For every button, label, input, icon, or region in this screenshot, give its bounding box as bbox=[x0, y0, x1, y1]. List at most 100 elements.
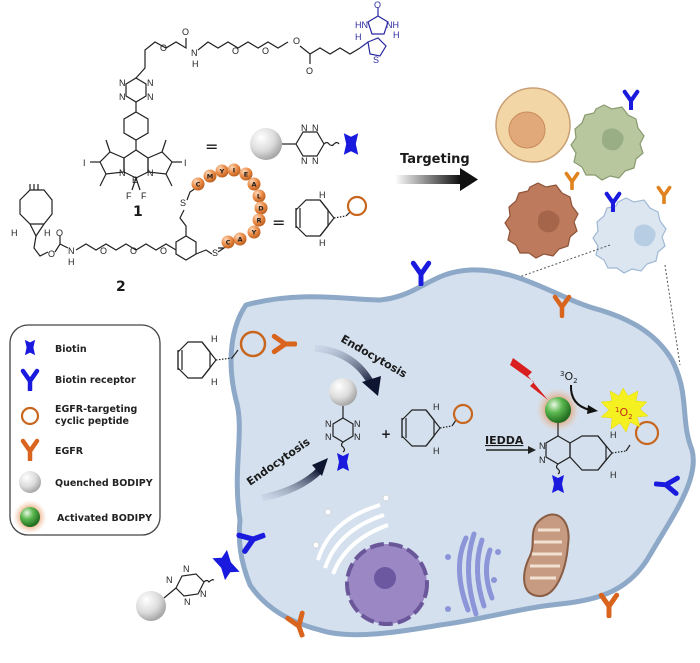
legend-box bbox=[9, 324, 161, 536]
peptide-residue bbox=[252, 189, 266, 203]
equals-sign: = bbox=[205, 137, 218, 156]
quenched-bodipy-sphere bbox=[250, 128, 282, 160]
quenched-bodipy-icon bbox=[19, 471, 41, 493]
egfr-icon bbox=[656, 185, 672, 204]
atom-hn: HN bbox=[355, 20, 368, 30]
compound-1-label: 1 bbox=[133, 204, 143, 220]
egfr-cell bbox=[504, 171, 580, 259]
cyclic-peptide-icon bbox=[346, 195, 368, 217]
atom-i: I bbox=[83, 158, 86, 168]
peptide-residue-letter: I bbox=[233, 166, 235, 174]
atom-h: H bbox=[44, 228, 51, 238]
atom-n: N bbox=[191, 48, 198, 58]
atom-o: O bbox=[130, 246, 137, 256]
biotin-icon bbox=[212, 549, 240, 581]
light-bolt-icon bbox=[510, 358, 548, 400]
atom-o: O bbox=[262, 46, 269, 56]
atom-h: H bbox=[610, 470, 617, 480]
quenched-bodipy-sphere bbox=[136, 591, 166, 621]
targeting-label: Targeting bbox=[400, 152, 470, 167]
intracellular-tetrazine-probe: N N N N bbox=[325, 378, 361, 471]
oxygen-conversion: 3O2 1O2 bbox=[560, 370, 649, 433]
peptide-residue bbox=[221, 235, 235, 249]
peptide-residue-letter: A bbox=[251, 180, 256, 188]
peptide-residue bbox=[254, 201, 268, 215]
atom-o: O bbox=[160, 43, 167, 53]
intracellular-bcn-peptide: H H bbox=[401, 402, 474, 456]
normal-cell bbox=[495, 87, 571, 163]
atom-h: H bbox=[192, 59, 199, 69]
atom-f: F bbox=[126, 191, 132, 201]
peptide-residue bbox=[227, 163, 241, 177]
peptide-residue-letter: R bbox=[256, 216, 261, 224]
atom-n: N bbox=[147, 78, 154, 88]
atom-n: N bbox=[119, 92, 126, 102]
equals-sign: = bbox=[272, 213, 285, 232]
atom-n: N bbox=[200, 589, 207, 599]
biotin-receptor-icon bbox=[625, 92, 638, 109]
singlet-oxygen-burst bbox=[600, 387, 649, 433]
cyclic-peptide-icon bbox=[634, 420, 660, 446]
compound-2-schematic: H H bbox=[295, 190, 368, 248]
atom-n: N bbox=[183, 564, 190, 574]
iedda-arrow: IEDDA bbox=[485, 434, 536, 454]
atom-s: S bbox=[212, 248, 218, 258]
atom-h: H bbox=[610, 430, 617, 440]
legend-label-quenched-bodipy: Quenched BODIPY bbox=[55, 478, 153, 489]
atom-s: S bbox=[373, 55, 379, 65]
atom-h: H bbox=[319, 190, 326, 200]
legend: Biotin Biotin receptor EGFR-targeting cy… bbox=[9, 324, 161, 536]
cyclic-peptide-icon bbox=[20, 406, 40, 426]
iedda-label: IEDDA bbox=[485, 434, 524, 447]
triplet-oxygen-label: 3O2 bbox=[560, 370, 578, 385]
peptide-residue bbox=[203, 169, 217, 183]
peptide-residue-letter: Y bbox=[219, 167, 225, 175]
atom-o: O bbox=[56, 228, 63, 238]
atom-h: H bbox=[11, 228, 18, 238]
biotin-structure: O HN NH H H S bbox=[355, 0, 400, 65]
atom-f: F bbox=[141, 191, 147, 201]
atom-o: O bbox=[374, 0, 381, 10]
peptide-residue bbox=[239, 167, 253, 181]
atom-o: O bbox=[182, 27, 189, 37]
nucleus-icon bbox=[345, 542, 429, 626]
compound-2-structure: H H O O N H O O O S S 2 bbox=[11, 184, 226, 295]
targeting-arrow: Targeting bbox=[395, 152, 478, 191]
atom-n: N bbox=[166, 575, 173, 585]
peptide-residue-letter: E bbox=[244, 170, 248, 178]
peptide-residue-letter: A bbox=[237, 235, 242, 243]
activated-bodipy-icon bbox=[20, 507, 40, 527]
tetrazine-biotin-receptor-complex: N N N N bbox=[136, 528, 266, 621]
atom-n: N bbox=[354, 419, 361, 429]
atom-n: N bbox=[301, 156, 308, 166]
legend-label-egfr: EGFR bbox=[55, 446, 84, 457]
egfr-icon bbox=[601, 595, 616, 616]
atom-h: H bbox=[319, 238, 326, 248]
atom-n: N bbox=[147, 168, 154, 178]
singlet-oxygen-label: 1O2 bbox=[615, 406, 633, 421]
atom-h: H bbox=[393, 30, 400, 40]
legend-label-peptide-line2: cyclic peptide bbox=[55, 416, 129, 427]
peptide-residue-letter: C bbox=[226, 238, 231, 246]
atom-n: N bbox=[325, 419, 332, 429]
egfr-icon bbox=[564, 171, 580, 190]
atom-n: N bbox=[184, 597, 191, 607]
cyclic-peptide-icon bbox=[452, 403, 474, 425]
atom-o: O bbox=[160, 246, 167, 256]
atom-h: H bbox=[68, 257, 75, 267]
atom-h: H bbox=[211, 377, 218, 387]
atom-n: N bbox=[119, 168, 126, 178]
atom-h: H bbox=[433, 402, 440, 412]
atom-n: N bbox=[119, 78, 126, 88]
atom-i: I bbox=[184, 158, 187, 168]
legend-label-peptide-line1: EGFR-targeting bbox=[55, 404, 137, 415]
atom-n: N bbox=[68, 246, 75, 256]
golgi-apparatus-icon bbox=[445, 531, 501, 617]
atom-o: O bbox=[232, 46, 239, 56]
atom-n: N bbox=[539, 441, 546, 451]
peptide-residue bbox=[252, 213, 266, 227]
peptide-residue bbox=[247, 225, 261, 239]
peptide-residue bbox=[191, 177, 205, 191]
